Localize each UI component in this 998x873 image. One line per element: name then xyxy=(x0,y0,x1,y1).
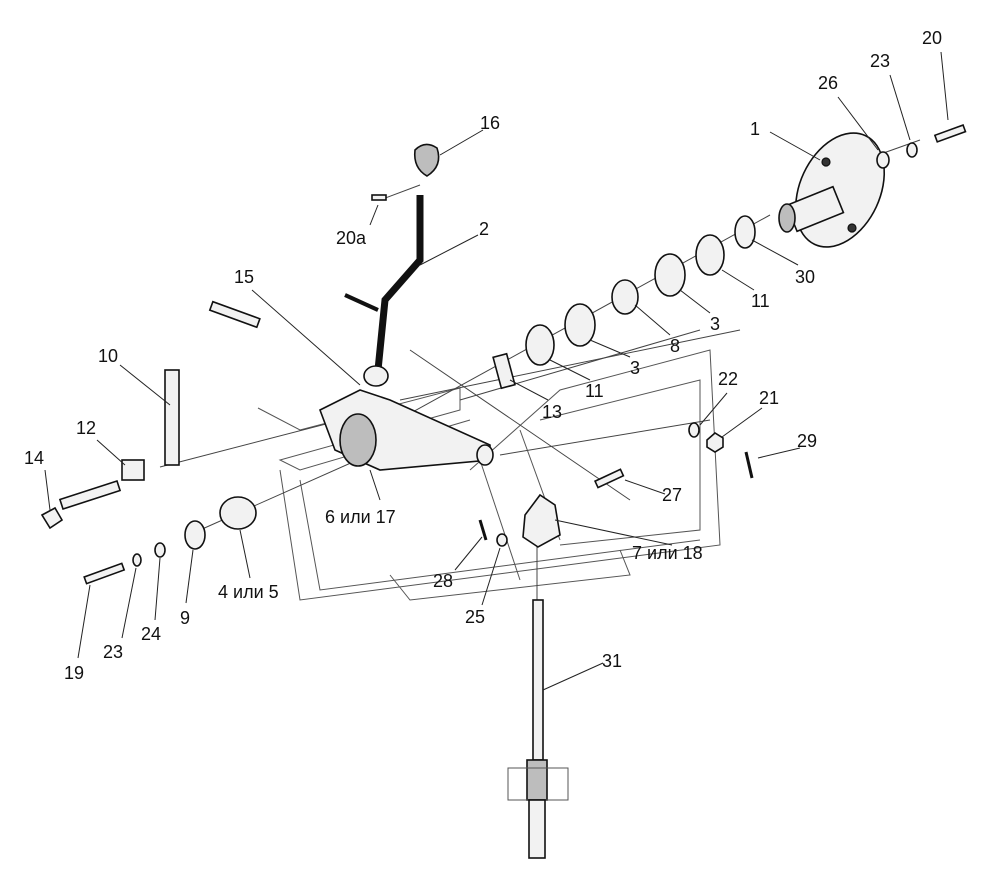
label-11-bottom: 11 xyxy=(585,381,604,401)
spring-washer-23 xyxy=(906,142,918,158)
bushing-4-or-5 xyxy=(219,496,257,530)
tab-washer-8 xyxy=(611,279,639,315)
label-19: 19 xyxy=(64,663,84,683)
label-11-top: 11 xyxy=(751,291,770,311)
key-13 xyxy=(492,352,516,390)
bolt-19 xyxy=(83,562,126,585)
flange-disc-part-1 xyxy=(778,132,886,248)
label-20a: 20а xyxy=(336,228,367,248)
spring-washer-23b xyxy=(132,553,142,567)
label-23-top: 23 xyxy=(870,51,890,71)
screw-20a xyxy=(371,194,387,201)
label-20: 20 xyxy=(922,28,942,48)
plate-12 xyxy=(121,459,145,481)
washer-24 xyxy=(154,542,166,558)
ring-30 xyxy=(734,215,756,249)
label-13: 13 xyxy=(542,402,562,422)
label-3-bottom: 3 xyxy=(630,358,640,378)
label-8: 8 xyxy=(670,336,680,356)
washer-25 xyxy=(496,533,508,547)
label-21: 21 xyxy=(759,388,779,408)
washer-3a xyxy=(654,253,686,297)
rod-31 xyxy=(507,599,569,859)
label-28: 28 xyxy=(433,571,453,591)
label-6-or-17: 6 или 17 xyxy=(325,507,396,527)
label-31: 31 xyxy=(602,651,622,671)
pin-27 xyxy=(593,468,625,489)
label-15: 15 xyxy=(234,267,254,287)
label-14: 14 xyxy=(24,448,44,468)
ring-22 xyxy=(688,422,700,438)
label-9: 9 xyxy=(180,608,190,628)
lever-2-pin xyxy=(344,293,379,312)
washer-11a xyxy=(695,234,725,276)
label-2: 2 xyxy=(479,219,489,239)
label-4-or-5: 4 или 5 xyxy=(218,582,279,602)
washer-3b xyxy=(564,303,596,347)
bolt-20 xyxy=(933,124,967,143)
label-16: 16 xyxy=(480,113,500,133)
label-7-or-18: 7 или 18 xyxy=(632,543,703,563)
lever-2-bushing xyxy=(363,365,389,387)
label-27: 27 xyxy=(662,485,682,505)
label-30: 30 xyxy=(795,267,815,287)
label-23-bottom: 23 xyxy=(103,642,123,662)
part-labels: 20 23 26 1 16 2 20а 15 30 11 3 8 3 11 13… xyxy=(24,28,942,683)
cotter-pin-29 xyxy=(744,451,754,479)
fork-7-or-18 xyxy=(522,493,561,548)
label-24: 24 xyxy=(141,624,161,644)
label-29: 29 xyxy=(797,431,817,451)
shift-lever-6-or-17 xyxy=(318,389,494,471)
label-26: 26 xyxy=(818,73,838,93)
label-12: 12 xyxy=(76,418,96,438)
washer-11b xyxy=(525,324,555,366)
washer-26 xyxy=(876,151,890,169)
bolt-15 xyxy=(208,300,261,329)
label-1: 1 xyxy=(750,119,760,139)
housing-outline xyxy=(257,349,721,601)
leader-lines xyxy=(44,51,949,691)
cotter-pin-28 xyxy=(478,519,488,541)
bolt-14 xyxy=(40,479,122,530)
label-25: 25 xyxy=(465,607,485,627)
nut-21 xyxy=(706,432,724,453)
knob-16 xyxy=(413,143,440,177)
label-3-top: 3 xyxy=(710,314,720,334)
label-10: 10 xyxy=(98,346,118,366)
lever-2 xyxy=(374,195,424,371)
plate-9 xyxy=(184,520,206,550)
bracket-10 xyxy=(164,369,180,466)
label-22: 22 xyxy=(718,369,738,389)
